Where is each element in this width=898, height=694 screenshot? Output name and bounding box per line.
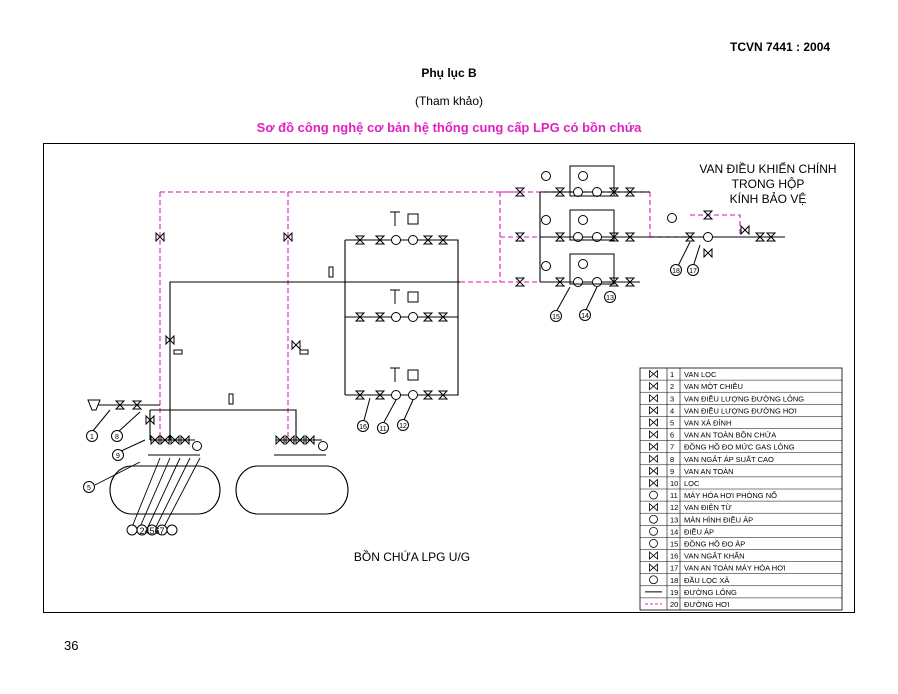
legend-number: 9 — [670, 467, 674, 476]
callout-9: 9 — [116, 453, 120, 460]
legend-number: 6 — [670, 431, 674, 440]
legend-label: VAN NGẮT ÁP SUẤT CAO — [684, 454, 774, 464]
legend-label: MÀN HÌNH ĐIỀU ÁP — [684, 514, 753, 524]
legend-number: 13 — [670, 515, 678, 524]
legend-label: VAN NGẮT KHẨN — [684, 552, 745, 561]
legend-label: ĐẦU LỌC XẢ — [684, 575, 729, 585]
legend-label: LỌC — [684, 479, 700, 488]
storage-tanks — [109, 465, 349, 515]
tank-right — [235, 465, 349, 515]
legend-number: 3 — [670, 394, 674, 403]
legend-number: 5 — [670, 418, 674, 427]
valves — [115, 187, 776, 445]
diagram-frame — [43, 143, 855, 613]
legend-label: ĐIỀU ÁP — [684, 526, 714, 536]
tank-label: BỒN CHỨA LPG U/G — [354, 549, 470, 564]
tank-safety-valve-icon — [649, 430, 658, 439]
callout-14: 14 — [581, 313, 589, 320]
legend-label: ĐỒNG HỒ ĐO MỨC GAS LỎNG — [684, 442, 795, 452]
svg-text:VAN ĐIỀU KHIỂN CHÍNH: VAN ĐIỀU KHIỂN CHÍNH — [699, 161, 836, 176]
legend-number: 4 — [670, 406, 674, 415]
legend-label: VAN ĐIỀU LƯỢNG ĐƯỜNG HƠI — [684, 405, 797, 415]
callout-16: 16 — [359, 424, 367, 431]
drain-filter-icon — [649, 575, 658, 585]
main-control-valve-label: VAN ĐIỀU KHIỂN CHÍNH TRONG HỘP KÍNH BẢO … — [699, 161, 836, 206]
callout-18: 18 — [672, 268, 680, 275]
filter-icon — [649, 478, 658, 488]
page-number: 36 — [64, 638, 79, 653]
tank-callout-numbers: 24567 — [139, 526, 164, 536]
callout-13: 13 — [606, 295, 614, 302]
legend-label: ĐƯỜNG HƠI — [684, 600, 730, 609]
svg-text:TRONG HỘP: TRONG HỘP — [732, 176, 805, 191]
legend-label: ĐỒNG HỒ ĐO ÁP — [684, 538, 745, 548]
legend-label: VAN MỘT CHIỀU — [684, 381, 743, 391]
top-drain-valve-icon — [649, 418, 658, 427]
legend-number: 14 — [670, 527, 678, 536]
diagram-title: Sơ đồ công nghệ cơ bản hệ thống cung cấp… — [256, 120, 642, 135]
legend-number: 16 — [670, 552, 678, 561]
callout-1: 1 — [90, 434, 94, 441]
callouts: 1 8 9 5 16 11 12 13 14 15 18 17 — [83, 241, 701, 493]
pressure-gauge-icon — [649, 539, 658, 548]
filter-valve-icon — [649, 369, 658, 379]
legend-number: 1 — [670, 370, 674, 379]
legend-label: VAN XẢ ĐỈNH — [684, 418, 731, 427]
callout-11: 11 — [379, 426, 386, 433]
high-pressure-shutoff-icon — [649, 454, 658, 464]
callout-5: 5 — [87, 485, 91, 492]
svg-text:KÍNH BẢO VỆ: KÍNH BẢO VỆ — [730, 191, 807, 206]
legend-number: 18 — [670, 576, 678, 585]
legend-number: 10 — [670, 479, 678, 488]
legend-label: VAN ĐIỀU LƯỢNG ĐƯỜNG LỎNG — [684, 393, 804, 403]
legend-label: VAN AN TOÀN BỒN CHỨA — [684, 430, 776, 440]
legend-label: ĐƯỜNG LỎNG — [684, 588, 737, 597]
callout-15: 15 — [552, 314, 560, 321]
reference-note: (Tham khảo) — [414, 94, 484, 108]
legend-label: VAN ĐIỆN TỪ — [684, 503, 732, 512]
tank-gauge-callout: 24567 — [126, 524, 178, 536]
callout-12: 12 — [399, 423, 407, 430]
level-gauge-icon — [649, 442, 658, 452]
legend-label: MÁY HÓA HƠI PHÒNG NỔ — [684, 491, 777, 500]
liquid-flow-valve-icon — [649, 393, 658, 403]
legend-number: 20 — [670, 600, 678, 609]
legend-number: 12 — [670, 503, 678, 512]
callout-17: 17 — [689, 268, 697, 275]
legend-number: 15 — [670, 539, 678, 548]
legend-number: 11 — [670, 491, 678, 500]
appendix-title: Phụ lục B — [421, 66, 477, 80]
safety-valve-icon — [649, 466, 658, 476]
regulator-display-icon — [649, 514, 658, 524]
legend-number: 7 — [670, 443, 674, 452]
check-valve-icon — [649, 381, 658, 391]
legend-label: VAN AN TOÀN — [684, 467, 734, 476]
legend-number: 17 — [670, 564, 678, 573]
vaporizer-safety-valve-icon — [649, 563, 658, 573]
legend-number: 8 — [670, 455, 674, 464]
regulator-icon — [649, 526, 658, 536]
legend-label: VAN LỌC — [684, 370, 717, 379]
callout-8: 8 — [115, 434, 119, 441]
legend-number: 19 — [670, 588, 678, 597]
emergency-shutoff-icon — [649, 551, 658, 560]
legend-label: VAN AN TOÀN MÁY HÓA HƠI — [684, 564, 786, 573]
legend-number: 2 — [670, 382, 674, 391]
standard-code: TCVN 7441 : 2004 — [730, 40, 831, 54]
vaporizer-icon — [649, 490, 658, 500]
vapor-flow-valve-icon — [649, 405, 658, 415]
solenoid-valve-icon — [649, 502, 658, 512]
instruments — [87, 165, 713, 451]
liquid-lines — [95, 191, 785, 456]
vapor-lines — [159, 191, 741, 440]
